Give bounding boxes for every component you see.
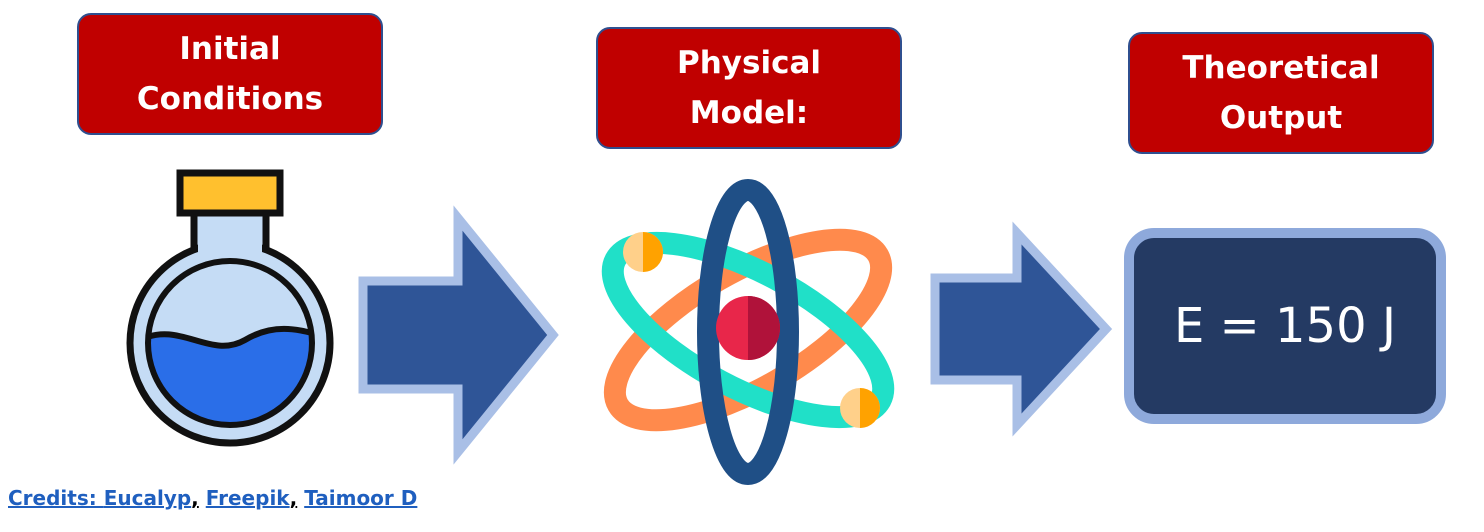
- label-theoretical-output: Theoretical Output: [1128, 32, 1434, 154]
- credits: Credits: Eucalyp, Freepik, Taimoor D: [8, 486, 417, 510]
- label-model-line2: Model:: [689, 95, 809, 131]
- label-output-line1: Theoretical: [1182, 50, 1380, 86]
- credits-author-1: Eucalyp: [103, 486, 192, 510]
- label-initial-conditions: Initial Conditions: [77, 13, 383, 135]
- output-value: E = 150 J: [1173, 298, 1397, 354]
- label-output-line2: Output: [1219, 100, 1343, 136]
- arrow-right-icon: [358, 205, 559, 465]
- label-physical-model: Physical Model:: [596, 27, 902, 149]
- credits-link-eucalyp[interactable]: Credits: Eucalyp: [8, 486, 191, 510]
- credits-link-freepik[interactable]: Freepik: [205, 486, 290, 510]
- output-value-box: E = 150 J: [1124, 228, 1446, 424]
- credits-prefix: Credits:: [8, 486, 104, 510]
- atom-icon: [601, 179, 895, 485]
- label-initial-line1: Initial: [179, 31, 281, 67]
- credits-separator: ,: [289, 486, 298, 510]
- credits-separator: ,: [191, 486, 199, 510]
- credits-link-taimoor-d[interactable]: Taimoor D: [304, 486, 418, 510]
- label-initial-line2: Conditions: [136, 81, 324, 117]
- label-model-line1: Physical: [677, 45, 821, 81]
- arrow-right-icon: [930, 221, 1113, 437]
- flask-icon: [126, 169, 334, 447]
